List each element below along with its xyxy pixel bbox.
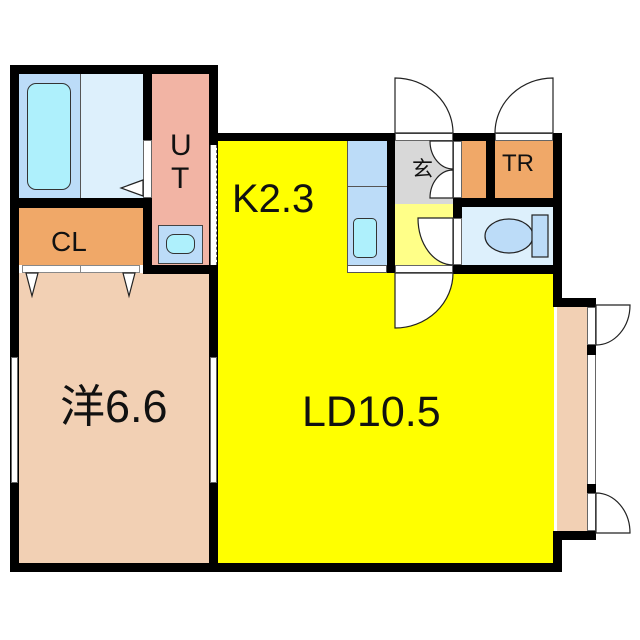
trunk-room-door-swing [494, 77, 554, 134]
wall [553, 133, 562, 307]
trunk-room-label: TR [502, 150, 534, 177]
hallway-door-swing [394, 272, 454, 329]
toilet-bowl [484, 218, 534, 254]
wall [453, 141, 462, 274]
utility-label-t: T [171, 162, 190, 195]
wall [462, 198, 562, 207]
closet-door-track[interactable] [22, 265, 140, 273]
wall [10, 65, 218, 74]
utility-sliding-door[interactable] [210, 145, 217, 265]
balcony [557, 307, 587, 531]
wall [387, 141, 395, 273]
wall [587, 345, 596, 355]
living-dining-label: LD10.5 [302, 388, 441, 436]
closet-door-indicator-1 [25, 272, 39, 299]
balcony-door-bottom-swing [595, 492, 631, 534]
kitchen-area [218, 141, 348, 276]
wall [553, 531, 562, 572]
closet-door-indicator-2 [122, 272, 136, 299]
washbasin [166, 234, 195, 254]
closet-room [19, 208, 143, 265]
wall [553, 531, 596, 540]
wall [218, 133, 562, 141]
wall [10, 65, 19, 572]
toilet-tank-overlay [531, 214, 549, 258]
closet-label: CL [51, 226, 87, 257]
entrance-label: 玄 [412, 157, 433, 181]
kitchen-label: K2.3 [232, 177, 315, 221]
entrance-door-swing [394, 77, 454, 134]
wall [19, 198, 143, 208]
bathroom-door[interactable] [143, 140, 152, 198]
wall [587, 484, 596, 493]
trunk-room [495, 141, 553, 198]
wall [553, 298, 596, 307]
wall [453, 265, 562, 274]
bedroom-label: 洋6.6 [60, 381, 168, 432]
wall [486, 141, 495, 199]
toilet-door-swing [417, 217, 454, 266]
balcony-window[interactable] [587, 355, 596, 484]
bath-door-indicator [119, 179, 144, 197]
shoe-closet [462, 141, 486, 198]
bedroom [19, 273, 210, 564]
counter-edge [347, 265, 387, 273]
bedroom-window-right[interactable] [210, 357, 217, 483]
closet-door-divider [80, 265, 81, 273]
shoe-closet-door-swing-top [429, 140, 454, 170]
wall [209, 65, 218, 564]
wall [143, 265, 218, 274]
wall [10, 563, 562, 572]
counter-divider [347, 186, 387, 187]
bathtub [27, 83, 71, 190]
kitchen-sink [353, 218, 377, 258]
shoe-closet-door-swing-bottom [429, 169, 454, 199]
balcony-door-top-swing [595, 304, 631, 346]
utility-label-u: U [170, 129, 192, 162]
living-dining [218, 273, 554, 564]
bedroom-window-left[interactable] [11, 357, 18, 483]
